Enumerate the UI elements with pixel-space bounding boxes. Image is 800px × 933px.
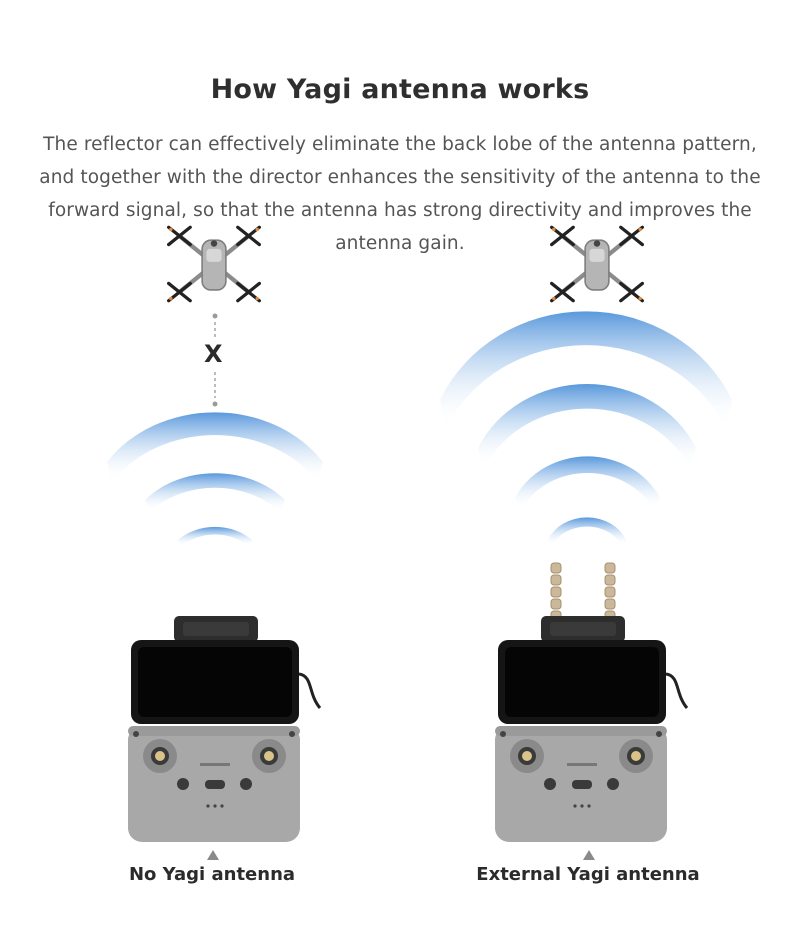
description-line: antenna gain.	[335, 233, 465, 254]
description-line: and together with the director enhances …	[39, 167, 761, 188]
left-scene	[107, 227, 323, 844]
description-line: forward signal, so that the antenna has …	[48, 200, 752, 221]
remote-controller-icon	[495, 616, 689, 844]
left-caption: No Yagi antenna	[128, 864, 296, 885]
remote-controller-icon	[128, 616, 322, 844]
drone-icon	[552, 227, 643, 300]
blocked-link	[212, 313, 218, 407]
signal-waves-icon	[440, 311, 732, 546]
blocked-x-mark: X	[204, 340, 223, 368]
triangle-pointer-icon	[583, 850, 595, 860]
right-scene	[440, 227, 732, 844]
right-caption: External Yagi antenna	[476, 864, 700, 885]
description-line: The reflector can effectively eliminate …	[43, 134, 757, 155]
signal-waves-icon	[107, 412, 323, 546]
page-title: How Yagi antenna works	[210, 74, 590, 105]
triangle-pointer-icon	[207, 850, 219, 860]
description: The reflector can effectively eliminate …	[30, 128, 770, 260]
drone-icon	[169, 227, 260, 300]
